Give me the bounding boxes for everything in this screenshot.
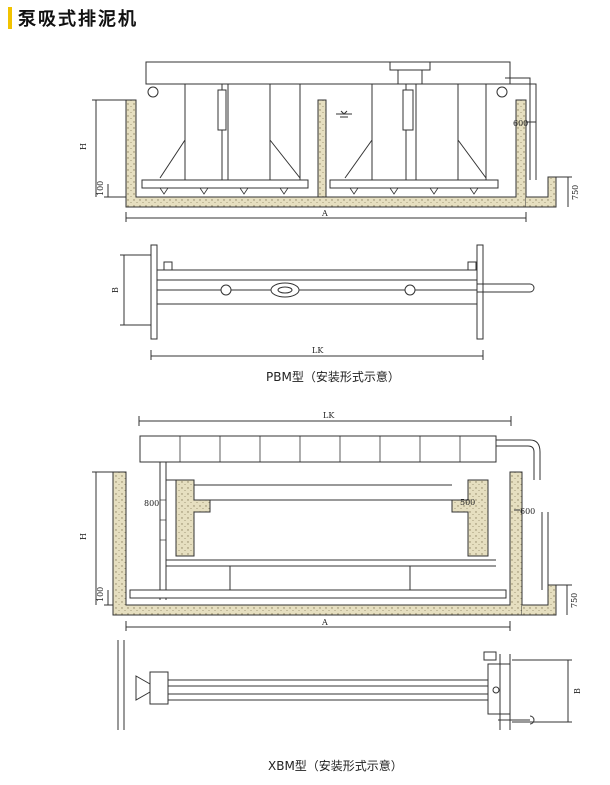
pbm-center-wall	[317, 99, 327, 198]
pbm-plan-left-rail	[150, 244, 158, 340]
title-text: 泵吸式排泥机	[18, 9, 138, 30]
pbm-outlet-step	[526, 176, 557, 208]
xbm-dim-100: 100	[96, 587, 105, 602]
xbm-suction-pipe	[129, 589, 507, 599]
pbm-plan-beam	[156, 269, 478, 281]
pbm-bridge	[145, 61, 511, 85]
xbm-dim-600: 600	[520, 507, 535, 516]
page-title: 泵吸式排泥机	[8, 6, 138, 30]
xbm-dim-H: H	[79, 533, 88, 540]
xbm-dim-500: 500	[460, 498, 475, 507]
pbm-drive-box	[397, 69, 423, 85]
title-accent-bar	[8, 7, 12, 29]
xbm-caption: XBM型（安装形式示意）	[268, 759, 403, 773]
pbm-dim-H: H	[79, 143, 88, 150]
xbm-right-launder	[451, 479, 489, 557]
pbm-left-wall	[125, 99, 527, 208]
pbm-plan	[120, 244, 535, 360]
xbm-dim-B: B	[573, 688, 582, 694]
xbm-dim-750: 750	[570, 593, 579, 608]
xbm-dim-800: 800	[144, 499, 159, 508]
xbm-left-launder	[175, 479, 211, 557]
pbm-right-suction-pipe	[329, 179, 499, 189]
xbm-dim-A: A	[321, 618, 328, 627]
pbm-caption: PBM型（安装形式示意）	[266, 370, 400, 384]
xbm-tank	[112, 471, 523, 616]
xbm-plan-drive	[135, 675, 151, 701]
pbm-left-suction-pipe	[141, 179, 309, 189]
xbm-plan	[117, 640, 572, 730]
pbm-dim-B: B	[111, 287, 120, 293]
pbm-dim-LK: LK	[312, 346, 324, 355]
pbm-plan-motor	[270, 282, 300, 298]
pbm-elevation	[92, 61, 572, 222]
pbm-dim-100: 100	[96, 181, 105, 196]
pbm-dim-A: A	[321, 209, 328, 218]
xbm-dim-LK: LK	[323, 411, 335, 420]
pbm-dim-600: 600	[513, 119, 528, 128]
pbm-dim-750: 750	[571, 185, 580, 200]
xbm-elevation	[92, 416, 572, 631]
xbm-bridge	[139, 435, 497, 463]
xbm-discharge-pipe	[496, 439, 541, 480]
pbm-discharge-pipe	[505, 77, 531, 180]
